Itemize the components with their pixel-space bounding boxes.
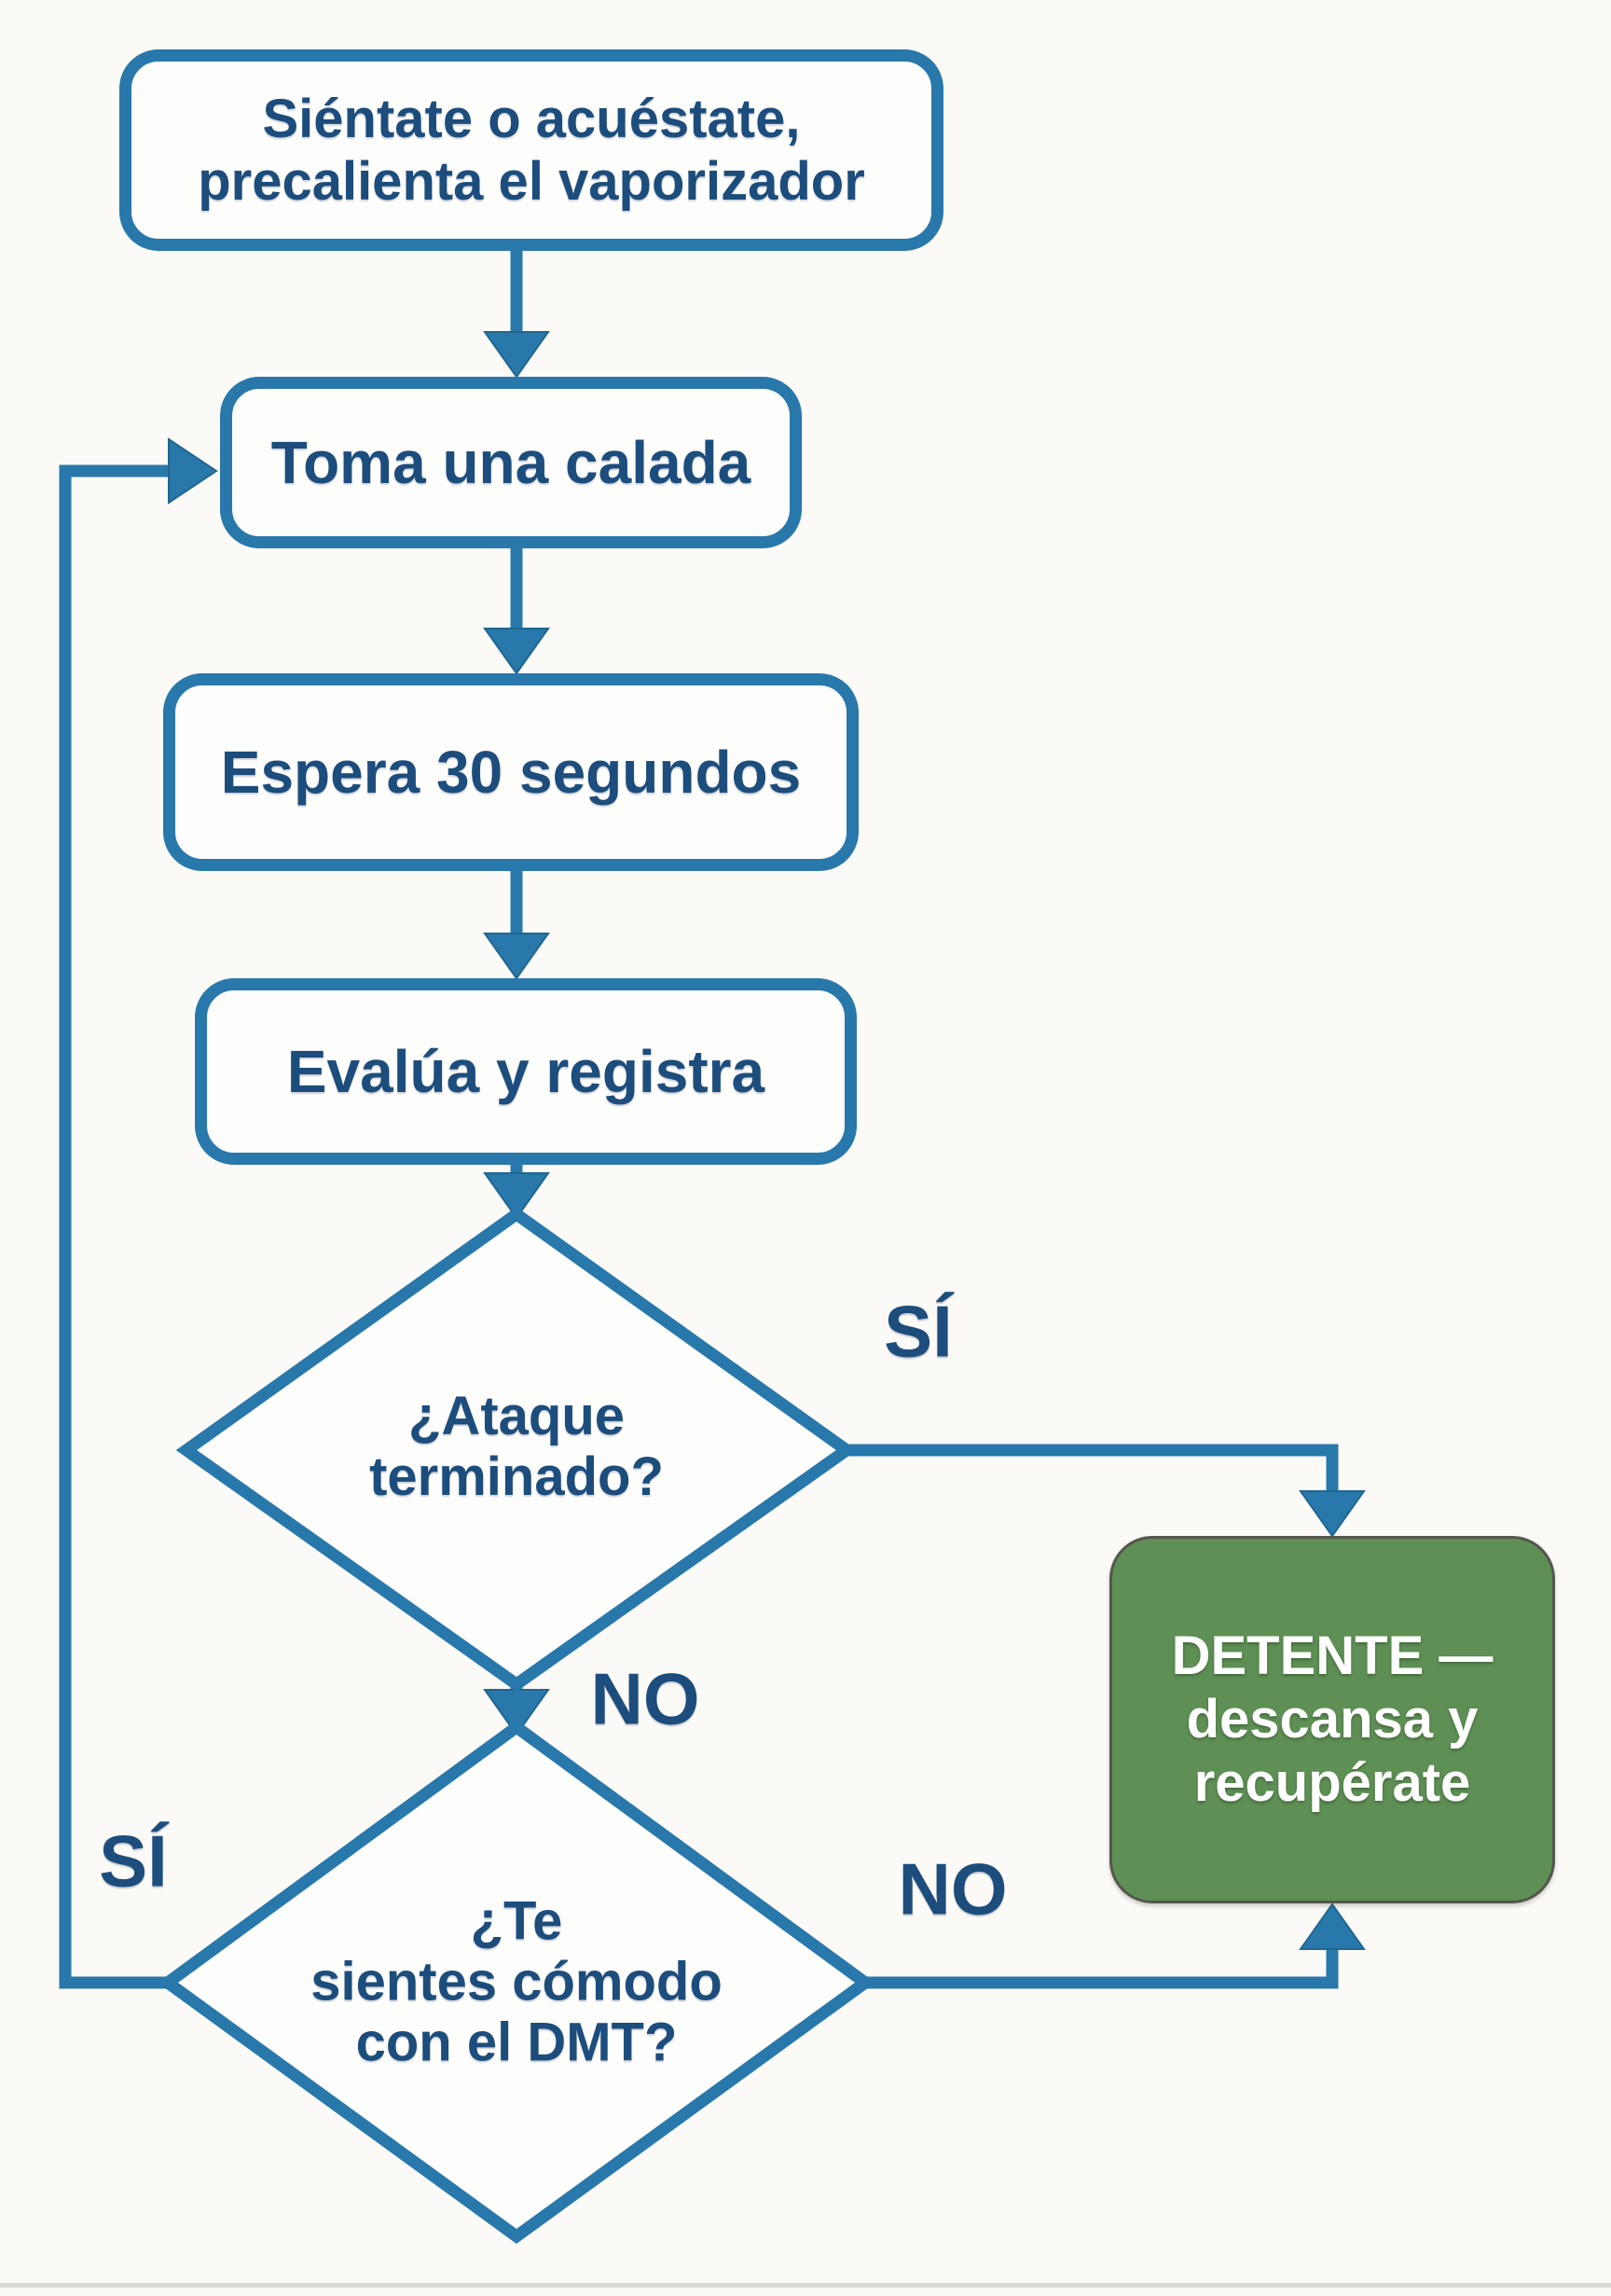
edge-start-to-puff [483, 251, 550, 379]
arrow-down-icon [1299, 1490, 1366, 1538]
arrow-up-icon [1299, 1902, 1366, 1950]
node-puff-label: Toma una calada [270, 428, 751, 496]
scan-artifact-line [0, 2283, 1611, 2288]
arrow-down-icon [483, 331, 550, 379]
edge-puff-to-wait [483, 548, 550, 675]
node-start: Siéntate o acuéstate, precalienta el vap… [119, 49, 943, 251]
edge-line [59, 464, 172, 1989]
decision-comfort-label: ¿Te sientes cómodo con el DMT? [310, 1890, 723, 2073]
arrow-down-icon [483, 628, 550, 675]
edge-label-comfort-yes: SÍ [99, 1819, 168, 1902]
arrow-down-icon [483, 933, 550, 980]
node-stop: DETENTE — descansa y recupérate [1109, 1536, 1555, 1903]
edge-attack-yes-to-stop [847, 1444, 1366, 1538]
edge-wait-to-assess [483, 871, 550, 980]
decision-comfort-diamond [157, 1719, 876, 2245]
node-stop-label: DETENTE — descansa y recupérate [1171, 1625, 1494, 1813]
node-assess: Evalúa y registra [195, 978, 857, 1165]
node-assess-label: Evalúa y registra [286, 1037, 765, 1105]
edge-line [847, 1444, 1339, 1494]
edge-comfort-no-to-stop [865, 1902, 1366, 1989]
edge-assess-to-attack [483, 1165, 550, 1220]
arrow-down-icon [483, 1172, 550, 1220]
arrow-right-icon [168, 437, 218, 505]
decision-attack-diamond [175, 1207, 858, 1692]
node-puff: Toma una calada [220, 377, 802, 548]
edge-comfort-yes-loop-to-puff [59, 437, 218, 1989]
decision-attack-label: ¿Ataque terminado? [369, 1386, 664, 1507]
node-start-label: Siéntate o acuéstate, precalienta el vap… [198, 88, 865, 212]
edge-line [865, 1945, 1339, 1989]
edge-label-attack-no: NO [590, 1657, 700, 1740]
node-wait-label: Espera 30 segundos [220, 738, 802, 806]
edge-label-comfort-no: NO [898, 1847, 1008, 1930]
node-wait: Espera 30 segundos [163, 673, 859, 871]
edge-label-attack-yes: SÍ [884, 1290, 953, 1373]
